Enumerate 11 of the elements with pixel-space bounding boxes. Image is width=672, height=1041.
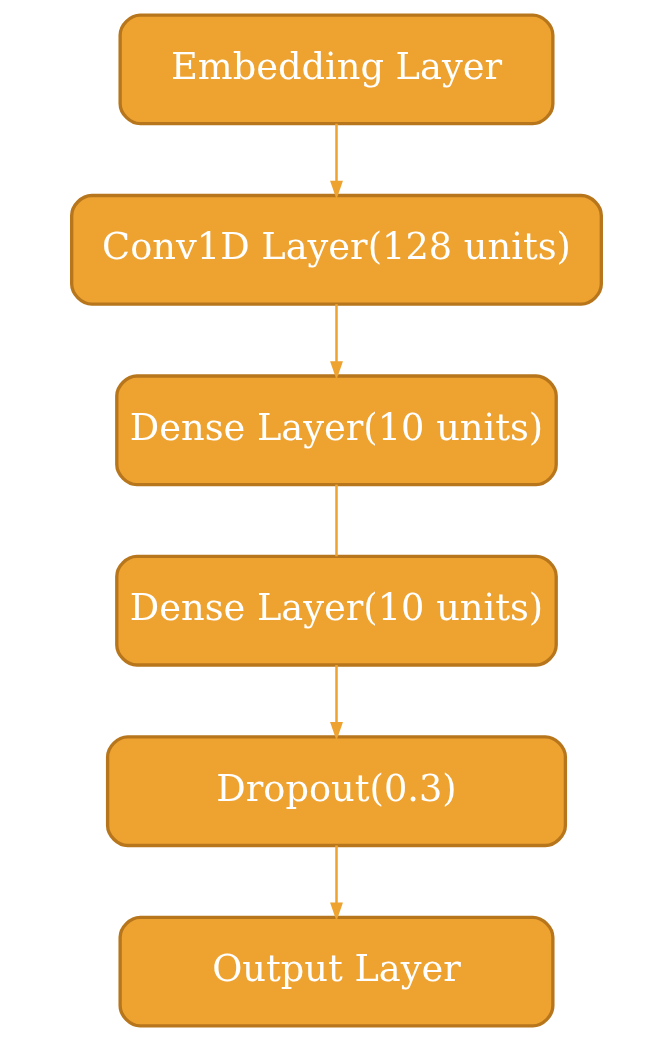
node-box: Output Layer bbox=[117, 915, 555, 1028]
arrow bbox=[329, 123, 343, 200]
arrow bbox=[329, 845, 343, 921]
node-box: Dropout(0.3) bbox=[105, 735, 567, 848]
arrow bbox=[329, 665, 343, 741]
arrow bbox=[329, 304, 343, 380]
node-box: Embedding Layer bbox=[117, 13, 555, 126]
node-box: Conv1D Layer(128 units) bbox=[69, 193, 603, 306]
node-box: Dense Layer(10 units) bbox=[114, 554, 558, 667]
node-box: Dense Layer(10 units) bbox=[114, 374, 558, 487]
connector bbox=[334, 484, 338, 557]
